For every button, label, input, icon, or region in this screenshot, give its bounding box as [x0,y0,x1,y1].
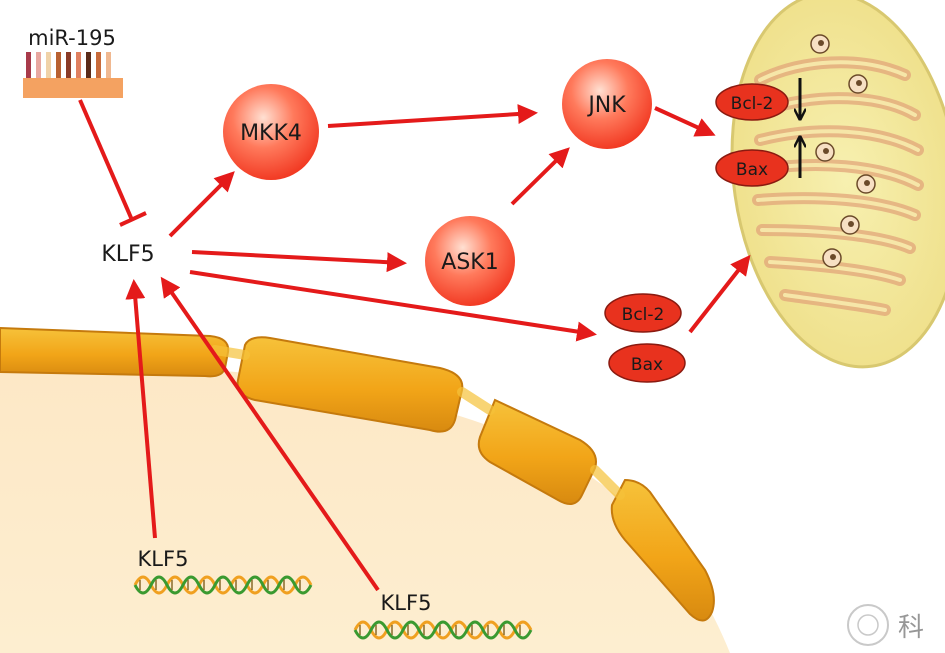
arrow-klf5-bcl2bax [189,270,597,342]
arrow-bcl2bax-mito [688,254,751,334]
dna-helix-icon [133,575,313,595]
bcl2-cyto-oval: Bcl-2 [604,293,682,333]
arrow-ask1-jnk [510,147,570,206]
cell-membrane [0,326,715,622]
bcl2-mito-oval: Bcl-2 [715,83,789,121]
bax-cyto-label: Bax [631,355,663,375]
klf5-gene1-label: KLF5 [138,547,189,571]
node-ask1: ASK1 [425,216,515,306]
mirna-label: miR-195 [28,26,116,50]
arrow-mkk4-jnk [327,104,538,128]
klf5-label: KLF5 [101,242,154,267]
arrow-gene2-klf5 [160,276,380,592]
klf5-gene2-label: KLF5 [381,591,432,615]
dna-helix-icon [353,620,533,640]
jnk-label: JNK [586,93,626,118]
bax-mito-label: Bax [736,160,768,180]
watermark-text: 科 [898,613,924,643]
bcl2-cyto-label: Bcl-2 [622,305,665,325]
node-jnk: JNK [562,59,652,149]
inhibition-mir195-klf5 [78,99,147,227]
arrow-klf5-ask1 [191,250,407,273]
mirna-icon [23,52,123,98]
cytochrome-c-particles [810,34,876,268]
arrow-klf5-mkk4 [168,171,235,238]
bax-mito-oval: Bax [715,149,789,187]
node-mkk4: MKK4 [223,84,319,180]
arrow-jnk-mito [654,106,716,137]
activation-arrows [125,104,751,592]
bax-cyto-oval: Bax [608,343,686,383]
mitochondrion [730,0,945,369]
ask1-label: ASK1 [441,250,498,275]
arrow-gene1-klf5 [125,279,157,539]
bcl2-mito-label: Bcl-2 [731,94,774,114]
mkk4-label: MKK4 [240,121,302,146]
watermark-logo: 科 [847,604,924,646]
